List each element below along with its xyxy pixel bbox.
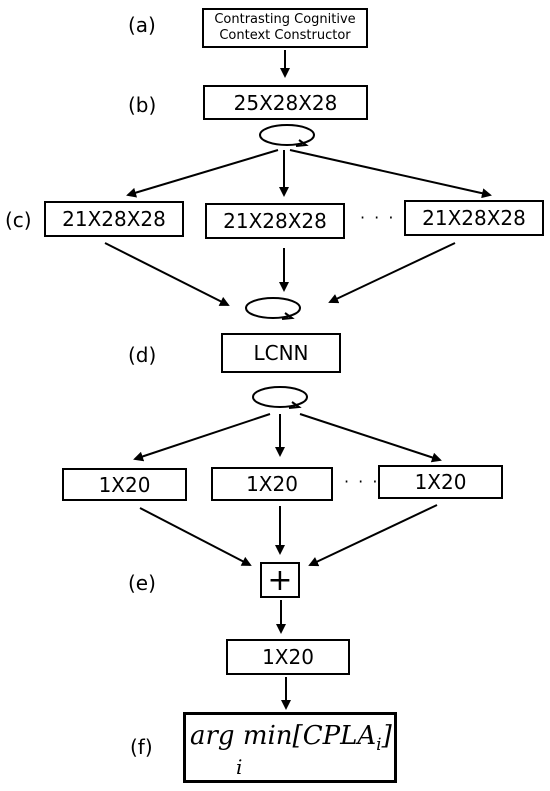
embedding-box: 1X20	[211, 467, 333, 501]
stage-label-a: (a)	[128, 13, 156, 37]
stage-label-b: (b)	[128, 93, 157, 117]
objective-expression: arg min[CPLAi]	[190, 721, 392, 756]
arrow-e1-to-sum	[139, 507, 252, 566]
context-tensor-box: 21X28X28	[205, 203, 345, 239]
context-tensor-box: 21X28X28	[44, 201, 184, 237]
output-embedding-box: 1X20	[226, 639, 350, 675]
loop-icon	[259, 124, 315, 147]
objective-argmin-index: i	[236, 755, 243, 779]
constructor-line-1: Contrasting Cognitive	[214, 12, 356, 27]
ellipsis: · · ·	[344, 472, 380, 491]
loop-icon	[245, 297, 301, 320]
context-constructor-box: Contrasting Cognitive Context Constructo…	[202, 8, 368, 48]
stage-label-c: (c)	[5, 208, 32, 232]
ellipsis: · · ·	[360, 208, 396, 227]
stage-label-e: (e)	[128, 571, 156, 595]
sum-operator-box: +	[260, 562, 300, 598]
arrow-d-to-e3	[299, 413, 442, 463]
lcnn-model-box: LCNN	[221, 333, 341, 373]
objective-box: arg min[CPLAi] i	[183, 712, 397, 783]
arrow-b-to-c1	[126, 149, 279, 198]
stage-label-d: (d)	[128, 343, 157, 367]
constructor-line-2: Context Constructor	[219, 28, 351, 43]
arrow-e3-to-sum	[308, 504, 438, 567]
context-tensor-box: 21X28X28	[404, 200, 544, 236]
arrow-d-to-e1	[133, 413, 271, 462]
embedding-box: 1X20	[378, 465, 503, 499]
input-tensor-box: 25X28X28	[203, 85, 368, 120]
loop-icon	[252, 386, 308, 409]
embedding-box: 1X20	[62, 468, 187, 501]
arrow-b-to-c3	[289, 149, 492, 199]
arrow-c1-to-d	[104, 242, 230, 306]
arrow-c3-to-d	[328, 242, 456, 304]
objective-formula: arg min[CPLAi] i	[186, 715, 394, 780]
stage-label-f: (f)	[130, 735, 153, 759]
